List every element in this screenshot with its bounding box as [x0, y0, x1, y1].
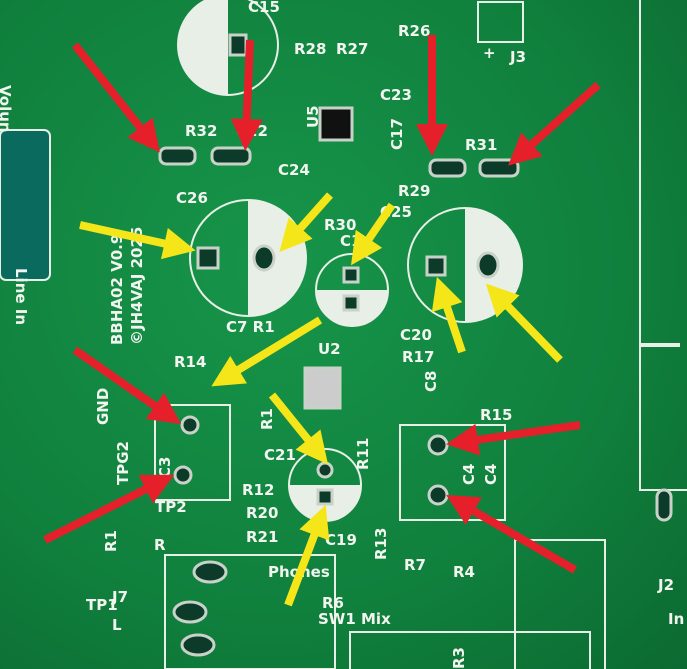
yellow-arrow [279, 192, 333, 252]
red-arrow [446, 494, 578, 574]
label-r12: R12 [242, 481, 275, 499]
sw1-outline [349, 631, 591, 669]
c3-box [154, 404, 231, 501]
j7-outline [164, 554, 336, 669]
board-edge-trace [639, 0, 687, 491]
label-c7-r1: C7 R1 [226, 318, 275, 336]
label-c24: C24 [278, 161, 310, 179]
label-j2: J2 [658, 576, 675, 594]
label-plus: + [483, 44, 496, 62]
yellow-arrow [211, 316, 323, 387]
red-arrow [43, 474, 175, 544]
label-r32: R32 [185, 122, 218, 140]
label-r4: R4 [453, 563, 475, 581]
yellow-arrow [350, 202, 396, 266]
red-arrow [508, 82, 601, 166]
label-r15: R15 [480, 406, 513, 424]
label-r14: R14 [174, 353, 207, 371]
label-r26: R26 [398, 22, 431, 40]
j3-header [477, 1, 524, 43]
label-c21: C21 [264, 446, 296, 464]
label-c15: C15 [248, 0, 280, 16]
label-j3: J3 [510, 48, 527, 66]
label-r27: R27 [336, 40, 369, 58]
label-c19: C19 [325, 531, 357, 549]
label-r30: R30 [324, 216, 357, 234]
red-arrow [72, 346, 182, 425]
yellow-arrow [431, 276, 466, 354]
label-u2: U2 [318, 340, 341, 358]
red-arrow [71, 42, 160, 153]
label-c26: C26 [176, 189, 208, 207]
label-j7: J7 [112, 588, 129, 606]
label-r: R [154, 536, 166, 554]
yellow-arrow [79, 221, 196, 260]
label-r6: R6 [322, 594, 344, 612]
label-tp1: TP1 [86, 596, 118, 614]
red-arrow [446, 421, 581, 456]
label-l: L [112, 616, 122, 634]
label-c20: C20 [400, 326, 432, 344]
label-r21: R21 [246, 528, 279, 546]
yellow-arrow [485, 283, 563, 363]
label-r17: R17 [402, 348, 435, 366]
label-in: In [668, 610, 685, 628]
pads [158, 33, 673, 657]
yellow-arrow [284, 505, 330, 607]
red-arrow [230, 39, 263, 151]
j2-outline [514, 539, 606, 669]
label-c23: C23 [380, 86, 412, 104]
label-r20: R20 [246, 504, 279, 522]
yellow-arrow [268, 392, 329, 465]
line-in-jack [0, 129, 51, 281]
label-r29: R29 [398, 182, 431, 200]
label-r31: R31 [465, 136, 498, 154]
label-r7: R7 [404, 556, 426, 574]
label-r28: R28 [294, 40, 327, 58]
label-sw1-mix: SW1 Mix [318, 610, 391, 628]
